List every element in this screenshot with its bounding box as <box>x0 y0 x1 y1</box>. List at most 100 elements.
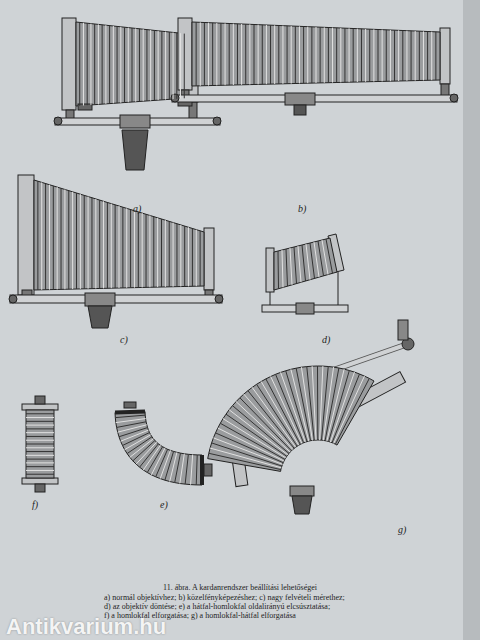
bellows-fold <box>200 22 201 85</box>
bellows-fold <box>398 30 399 81</box>
bellows-fold <box>349 28 350 82</box>
bellows-fold <box>111 204 112 289</box>
bellows-fold <box>220 23 221 85</box>
bellows-fold <box>138 212 139 288</box>
bellows-fold <box>435 32 436 80</box>
bellows-fold <box>153 217 154 288</box>
bellows-fold <box>320 27 321 83</box>
bellows-fold <box>26 425 54 426</box>
bellows-fold <box>419 31 420 80</box>
bellows-fold <box>229 24 230 86</box>
bellows-fold <box>294 247 297 284</box>
bellows-fold <box>180 454 184 484</box>
bellows-fold <box>328 28 329 83</box>
bellows-fold <box>26 428 54 429</box>
camera-g <box>208 320 414 514</box>
bellows-fold <box>344 28 345 82</box>
figure-caption: 11. ábra. A kardanrendszer beállítási le… <box>163 583 317 592</box>
bellows-fold <box>115 415 145 417</box>
bellows-fold <box>117 26 118 103</box>
bellows-fold <box>237 24 238 85</box>
bellows-fold <box>26 436 54 437</box>
bellows-fold <box>306 244 310 280</box>
bellows-folds <box>26 22 436 474</box>
bellows-fold <box>146 214 147 287</box>
bellows-fold <box>26 462 54 463</box>
subfigure-label: g) <box>398 524 406 535</box>
bellows-fold <box>180 33 181 98</box>
knob <box>124 402 136 408</box>
bellows-fold <box>369 29 370 82</box>
bellows-fold <box>192 228 193 286</box>
bellows-fold <box>266 379 300 444</box>
bellows <box>208 366 374 471</box>
bellows-fold <box>208 23 209 86</box>
bellows-fold <box>281 372 306 442</box>
bellows-fold <box>191 455 193 485</box>
bellows-fold <box>26 421 54 422</box>
bellows-fold <box>64 189 65 289</box>
bellows-fold <box>161 219 162 287</box>
subfigure-label: a) <box>133 203 141 214</box>
bellows-fold <box>245 24 246 85</box>
bellows-fold <box>390 30 391 81</box>
bellows-fold <box>135 28 136 101</box>
bellows-fold <box>173 32 174 99</box>
bellows-fold <box>290 248 292 285</box>
bellows-fold <box>26 417 54 418</box>
bellows-fold <box>286 249 288 286</box>
bellows-fold <box>382 30 383 82</box>
bellows-fold <box>312 366 316 440</box>
bellows-fold <box>26 444 54 445</box>
bellows-fold <box>146 30 147 101</box>
bellows-fold <box>291 369 309 441</box>
bellows-fold <box>185 454 188 484</box>
bellows-fold <box>176 33 177 99</box>
bellows-fold <box>402 31 403 81</box>
bellows-fold <box>91 198 92 289</box>
camera-b <box>171 18 458 115</box>
bellows-fold <box>282 26 283 84</box>
bellows-fold <box>225 23 226 85</box>
bellows-fold <box>136 442 156 464</box>
watermark: Antikvarium.hu <box>6 614 166 640</box>
bellows-fold <box>102 25 103 104</box>
bellows-fold <box>415 31 416 81</box>
bellows-fold <box>157 218 158 287</box>
bellows-fold <box>340 28 341 82</box>
bellows-fold <box>84 195 85 288</box>
bellows-fold <box>378 30 379 82</box>
bellows-fold <box>278 251 280 289</box>
bellows-fold <box>332 374 359 443</box>
bellows-fold <box>406 31 407 81</box>
bellows-fold <box>411 31 412 81</box>
bellows-fold <box>124 27 125 102</box>
bellows-fold <box>303 27 304 84</box>
bellows-fold <box>427 32 428 81</box>
bellows-fold <box>386 30 387 81</box>
bellows-fold <box>209 453 281 469</box>
bellows-fold <box>83 23 84 106</box>
bellows-fold <box>87 23 88 105</box>
bellows-fold <box>115 205 116 288</box>
bellows-fold <box>317 366 318 440</box>
bellows-fold <box>49 185 50 290</box>
bellows-fold <box>196 22 197 86</box>
bellows <box>115 412 202 486</box>
camera-f <box>22 396 58 492</box>
bellows-fold <box>109 26 110 104</box>
bellows-fold <box>160 450 170 478</box>
bellows-fold <box>212 23 213 86</box>
bellows-fold <box>161 31 162 100</box>
bellows-fold <box>26 470 54 471</box>
bellows-fold <box>324 27 325 82</box>
camera-d <box>262 234 348 314</box>
bellows-fold <box>302 245 306 281</box>
bellows-fold <box>298 246 301 282</box>
subfigure-label: e) <box>160 499 168 510</box>
caption-line: a) normál objektívhez; b) közelfényképez… <box>104 593 345 602</box>
bellows-fold <box>258 25 259 85</box>
bellows-fold <box>216 23 217 85</box>
bellows-fold <box>241 24 242 85</box>
